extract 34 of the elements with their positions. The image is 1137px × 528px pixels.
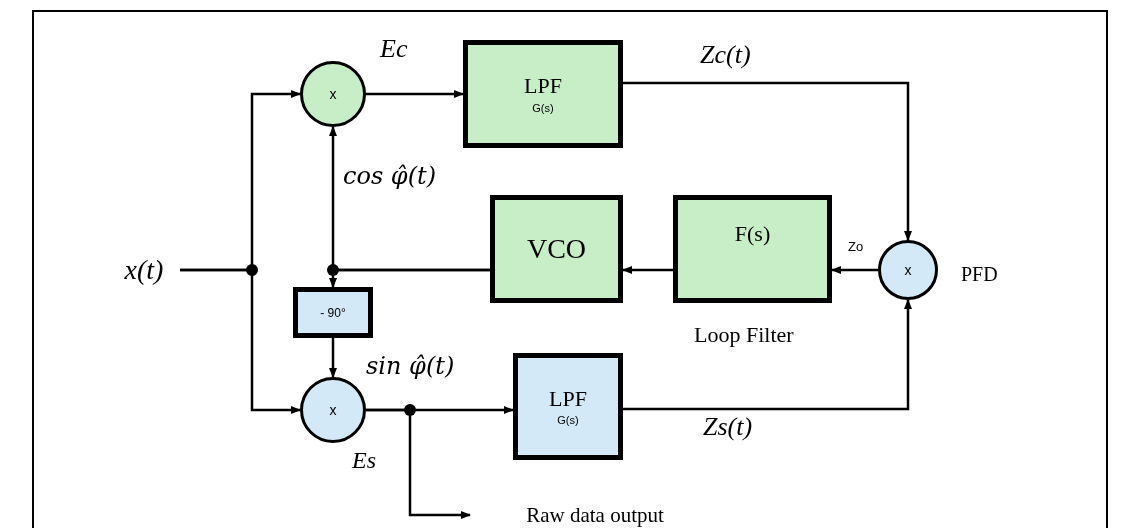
edge-label: Zc(t) (700, 42, 751, 68)
block-label: LPF (549, 384, 587, 412)
block-label: x (329, 84, 337, 104)
block-caption: Loop Filter (694, 321, 795, 349)
edge-label: Zo (848, 240, 864, 253)
filter-box (463, 40, 623, 148)
arrow (366, 90, 464, 98)
edge-label: cos φ̂(t) (343, 164, 436, 188)
arrow (366, 408, 471, 519)
edge-label: Ec (380, 36, 408, 62)
phase-shift-box (293, 287, 373, 338)
block-label: Raw data output (526, 504, 664, 526)
arrow (623, 81, 912, 241)
vco-box (490, 195, 623, 303)
block-label: x(t) (124, 253, 164, 287)
arrow (329, 338, 337, 378)
arrow (329, 268, 490, 288)
edge-label: Es (352, 448, 376, 472)
arrow (180, 268, 301, 414)
arrow (622, 266, 673, 274)
edge-label: Zs(t) (703, 414, 753, 440)
transfer-function-label: G(s) (557, 413, 579, 428)
transfer-function-label: G(s) (532, 100, 554, 116)
block-label: F(s) (734, 219, 771, 248)
edge-label: sin φ̂(t) (366, 354, 455, 378)
filter-box (513, 353, 623, 460)
block-label: x (904, 260, 912, 280)
block-label: x (329, 400, 337, 420)
block-caption: PFD (961, 262, 999, 287)
block-label: VCO (526, 232, 587, 266)
block-label: LPF (524, 72, 562, 100)
block-label: - 90° (320, 304, 346, 322)
arrow (831, 266, 878, 274)
arrow (623, 299, 912, 411)
